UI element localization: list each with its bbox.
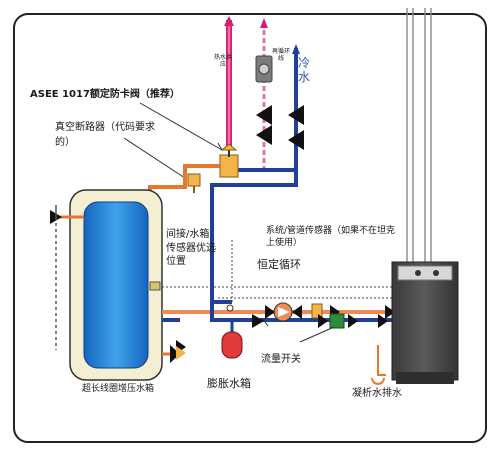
vacuum-breaker (187, 173, 201, 193)
vacuum-breaker-label: 真空断路器（代码要求的） (55, 122, 155, 148)
system-sensor-label: 系统/管道传感器（如果不在坦克上使用） (266, 226, 396, 248)
recirc-line (255, 18, 273, 170)
hot-water-supply-label: 热水供应 (213, 54, 232, 69)
supply-valves (265, 303, 395, 319)
leader-lines (123, 102, 223, 179)
flow-switch-label: 流量开关 (261, 354, 301, 365)
expansion-tank-label: 膨胀水箱 (207, 377, 251, 390)
tank-sensor (149, 281, 161, 291)
condensate-drain-label: 凝析水排水 (352, 388, 402, 399)
recirc-label: 再循环线 (271, 48, 290, 63)
constant-circulation-label: 恒定循环 (257, 258, 301, 271)
condensate-drain-line (371, 345, 386, 385)
tank-name-label: 超长线圈增压水箱 (82, 384, 155, 394)
circulator-pump (273, 302, 293, 322)
vent-pipes (406, 8, 432, 262)
hot-water-supply-pipe (224, 16, 234, 150)
system-loop (210, 172, 298, 304)
return-valves (252, 313, 388, 329)
system-sensor (226, 304, 234, 312)
diagram-frame (13, 13, 487, 443)
flow-switch-leader (299, 326, 335, 343)
tank-return-fittings (176, 340, 186, 360)
cold-water-pipe (288, 44, 304, 172)
expansion-tank-shape (221, 320, 243, 359)
indirect-sensor-label: 间接/水箱传感器优选位置 (166, 229, 216, 267)
relief-valve (50, 205, 84, 350)
sensor-wiring (162, 240, 392, 302)
cold-water-label: 冷水 (298, 56, 311, 85)
anti-scald-valve (219, 143, 239, 178)
asee-valve-label: ASEE 1017额定防卡阀（推荐） (30, 89, 180, 100)
boiler (391, 261, 459, 384)
indirect-tank (69, 189, 163, 381)
flow-switch (329, 313, 345, 329)
